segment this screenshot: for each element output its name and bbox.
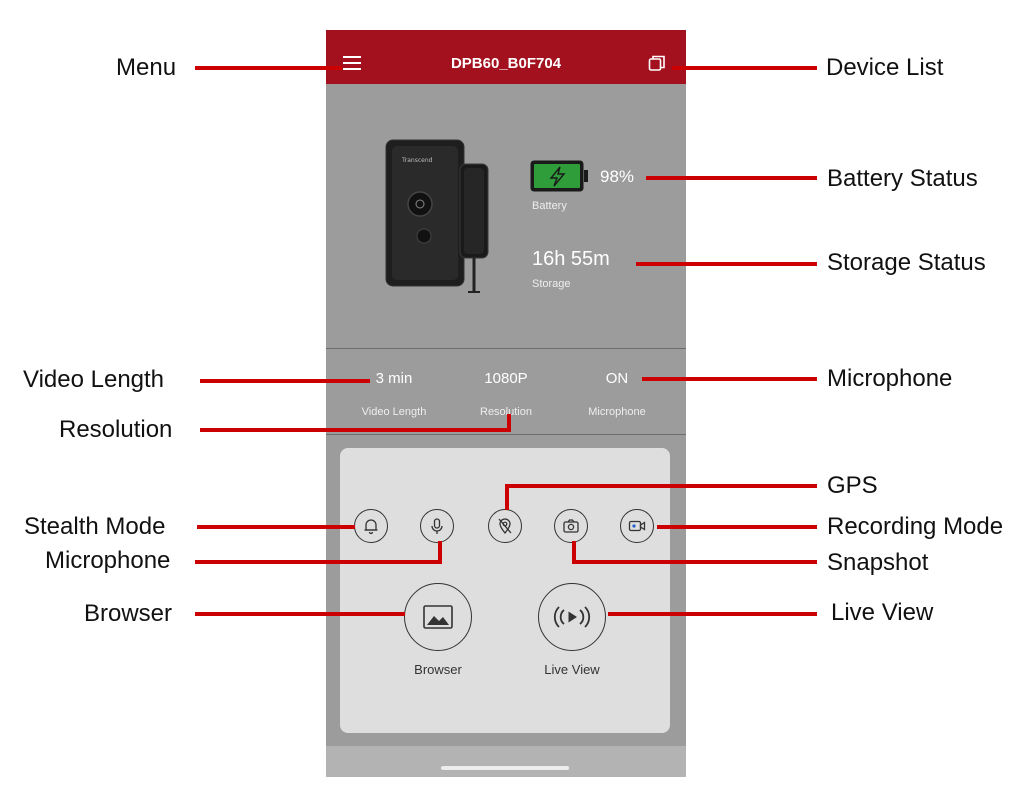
callout-video-length: Video Length	[23, 366, 165, 393]
storage-value: 16h 55m	[532, 248, 610, 270]
callout-line	[195, 612, 405, 616]
live-view-label: Live View	[544, 662, 600, 677]
bell-icon	[364, 519, 378, 535]
svg-text:Transcend: Transcend	[401, 157, 433, 164]
microphone-button[interactable]	[420, 509, 454, 543]
callout-battery-status: Battery Status	[827, 165, 978, 192]
gps-button[interactable]	[488, 509, 522, 543]
callout-line	[657, 525, 817, 529]
callout-line	[636, 262, 817, 266]
callout-resolution: Resolution	[59, 416, 173, 443]
callout-line	[200, 379, 370, 383]
callout-line	[200, 428, 511, 432]
image-icon	[423, 605, 453, 629]
video-record-icon	[628, 520, 646, 532]
divider	[326, 348, 686, 349]
callout-menu: Menu	[116, 54, 177, 81]
callout-browser: Browser	[84, 600, 173, 627]
callout-line	[195, 66, 342, 70]
video-length-label: Video Length	[361, 406, 427, 418]
divider	[326, 434, 686, 435]
callout-device-list: Device List	[826, 54, 944, 81]
callout-recording-mode: Recording Mode	[827, 513, 1004, 540]
resolution-label: Resolution	[480, 406, 532, 418]
callout-line	[507, 414, 511, 430]
callout-stealth-mode: Stealth Mode	[24, 513, 166, 540]
callout-line	[505, 484, 509, 510]
callout-line	[438, 541, 442, 564]
menu-icon[interactable]	[343, 56, 361, 70]
home-indicator[interactable]	[441, 766, 569, 770]
microphone-icon	[431, 518, 443, 534]
callout-gps: GPS	[827, 472, 878, 499]
device-list-icon[interactable]	[648, 54, 666, 72]
top-bar: DPB60_B0F704	[326, 30, 686, 84]
browser-button[interactable]	[404, 583, 472, 651]
microphone-value: ON	[605, 370, 629, 387]
callout-storage-status: Storage Status	[827, 249, 986, 276]
callout-line	[505, 484, 817, 488]
callout-snapshot: Snapshot	[827, 549, 929, 576]
callout-line	[608, 612, 817, 616]
callout-live-view: Live View	[831, 599, 934, 626]
storage-label: Storage	[532, 278, 571, 290]
callout-line	[646, 176, 817, 180]
camera-device-image: Transcend	[385, 139, 489, 293]
live-view-button[interactable]	[538, 583, 606, 651]
microphone-label: Microphone	[588, 406, 646, 418]
battery-percentage: 98%	[600, 167, 635, 186]
bottom-bar	[326, 746, 686, 777]
callout-line	[195, 560, 442, 564]
recording-mode-button[interactable]	[620, 509, 654, 543]
stealth-mode-button[interactable]	[354, 509, 388, 543]
resolution-value: 1080P	[484, 370, 528, 387]
gps-off-icon	[498, 518, 512, 535]
callout-microphone-button: Microphone	[45, 547, 171, 574]
device-title: DPB60_B0F704	[450, 55, 562, 72]
battery-label: Battery	[532, 200, 567, 212]
callout-microphone-status: Microphone	[827, 365, 953, 392]
phone-screen: DPB60_B0F704 Transcend 98% Battery 16h 5…	[326, 30, 686, 777]
callout-line	[572, 560, 817, 564]
snapshot-button[interactable]	[554, 509, 588, 543]
callout-line	[572, 541, 576, 564]
live-broadcast-icon	[553, 606, 591, 628]
video-length-value: 3 min	[375, 370, 413, 387]
browser-label: Browser	[414, 662, 462, 677]
callout-line	[642, 377, 817, 381]
camera-icon	[563, 519, 579, 533]
callout-line	[197, 525, 355, 529]
callout-line	[672, 66, 817, 70]
battery-icon	[530, 160, 588, 192]
